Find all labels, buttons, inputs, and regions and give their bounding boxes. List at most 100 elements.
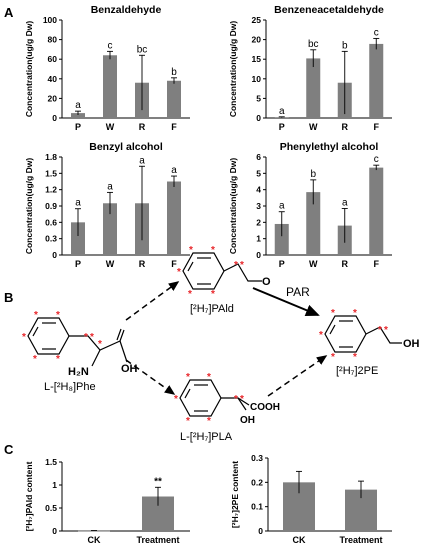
- y-axis-label: [²H₇]PAld content: [24, 461, 34, 531]
- x-tick-label: Treatment: [339, 535, 382, 545]
- x-tick-label: P: [279, 259, 285, 269]
- svg-text:*: *: [207, 372, 211, 383]
- bar: [274, 223, 289, 255]
- bar: [167, 181, 181, 255]
- x-tick-label: W: [106, 122, 115, 132]
- arrow-pald-to-pe: [252, 287, 320, 316]
- y-tick-label: 6: [256, 152, 261, 162]
- y-tick-label: 4: [256, 185, 261, 195]
- y-axis-label: Concentration(ug/g Dw): [228, 158, 238, 254]
- svg-text:*: *: [188, 289, 192, 300]
- significance-label: a: [342, 197, 348, 208]
- y-tick-label: 15: [252, 54, 262, 64]
- svg-text:*: *: [240, 260, 244, 271]
- x-tick-label: R: [139, 122, 146, 132]
- y-tick-label: 25: [252, 15, 262, 25]
- chart-benzeneacetaldehyde: 0510152025BenzeneacetaldehydeConcentrati…: [228, 4, 392, 132]
- bar: [103, 203, 117, 255]
- y-tick-label: 0: [52, 250, 57, 260]
- x-tick-label: F: [171, 122, 177, 132]
- chart-title: Phenylethyl alcohol: [280, 141, 379, 153]
- y-tick-label: 1.8: [45, 152, 57, 162]
- y-tick-label: 0.3: [251, 453, 263, 463]
- x-tick-label: W: [309, 259, 318, 269]
- phe-benzene-ring: [27, 317, 70, 355]
- panel-letter-a: A: [4, 5, 14, 20]
- pald-benzene-ring: [182, 252, 225, 290]
- y-tick-label: 80: [48, 35, 58, 45]
- svg-text:*: *: [98, 339, 102, 350]
- svg-text:*: *: [331, 352, 335, 363]
- significance-label: a: [171, 165, 177, 176]
- bar: [369, 43, 384, 118]
- significance-label: b: [310, 169, 316, 180]
- y-tick-label: 10: [252, 74, 262, 84]
- pe-hydroxyl-label: OH: [403, 338, 420, 350]
- phe-amine-label: H₂N: [68, 366, 89, 378]
- significance-label: c: [108, 40, 113, 51]
- y-tick-label: 1.5: [45, 457, 57, 467]
- y-tick-label: 1: [52, 480, 57, 490]
- svg-text:*: *: [319, 330, 323, 341]
- x-tick-label: P: [75, 259, 81, 269]
- y-axis-label: Concentration(ug/g Dw): [228, 21, 238, 117]
- pe-label: [²H₇]2PE: [336, 365, 378, 377]
- y-tick-label: 0.2: [251, 477, 263, 487]
- pla-label: L-[²H₇]PLA: [180, 431, 233, 443]
- svg-text:*: *: [186, 416, 190, 427]
- x-tick-label: CK: [88, 535, 101, 545]
- svg-text:*: *: [234, 394, 238, 405]
- panel-letter-b: B: [4, 290, 13, 305]
- pald-carbonyl-label: O: [262, 276, 271, 288]
- x-tick-label: R: [342, 122, 349, 132]
- pla-hydroxyl-label: OH: [240, 415, 255, 426]
- pathway-diagram: [27, 252, 402, 417]
- chart-title: Benzeneacetaldehyde: [274, 4, 384, 16]
- y-axis-label: Concentration(ug/g Dw): [24, 158, 34, 254]
- phe-hydroxyl-label: OH: [121, 363, 138, 375]
- significance-label: b: [342, 40, 348, 51]
- y-tick-label: 1.5: [45, 168, 57, 178]
- bar: [78, 530, 110, 532]
- enzyme-label: PAR: [286, 285, 310, 299]
- significance-label: a: [279, 106, 285, 117]
- x-tick-label: F: [374, 259, 380, 269]
- svg-text:*: *: [90, 332, 94, 343]
- x-tick-label: R: [139, 259, 146, 269]
- y-tick-label: 0.5: [45, 503, 57, 513]
- significance-label: c: [374, 154, 379, 165]
- y-tick-label: 0: [52, 113, 57, 123]
- svg-text:*: *: [22, 332, 26, 343]
- y-tick-label: 0.9: [45, 201, 57, 211]
- y-tick-label: 0: [52, 526, 57, 536]
- svg-text:*: *: [177, 267, 181, 278]
- x-tick-label: R: [342, 259, 349, 269]
- bar: [274, 117, 289, 119]
- bar: [369, 167, 384, 255]
- y-tick-label: 0.1: [251, 502, 263, 512]
- svg-text:*: *: [33, 354, 37, 365]
- panel-letter-c: C: [4, 442, 14, 457]
- phe-label: L-[²H₈]Phe: [44, 381, 96, 393]
- svg-text:*: *: [331, 308, 335, 319]
- svg-text:*: *: [56, 310, 60, 321]
- svg-text:*: *: [211, 245, 215, 256]
- significance-label: b: [171, 67, 177, 78]
- y-tick-label: 1: [256, 234, 261, 244]
- svg-text:*: *: [189, 245, 193, 256]
- y-tick-label: 2: [256, 217, 261, 227]
- x-tick-label: W: [106, 259, 115, 269]
- y-tick-label: 0: [258, 526, 263, 536]
- svg-text:*: *: [353, 308, 357, 319]
- svg-text:*: *: [353, 352, 357, 363]
- pe-benzene-ring: [324, 315, 367, 353]
- x-tick-label: W: [309, 122, 318, 132]
- significance-label: a: [279, 201, 285, 212]
- svg-text:*: *: [384, 325, 388, 336]
- y-tick-label: 0: [256, 250, 261, 260]
- significance-label: a: [107, 181, 113, 192]
- svg-text:*: *: [240, 394, 244, 405]
